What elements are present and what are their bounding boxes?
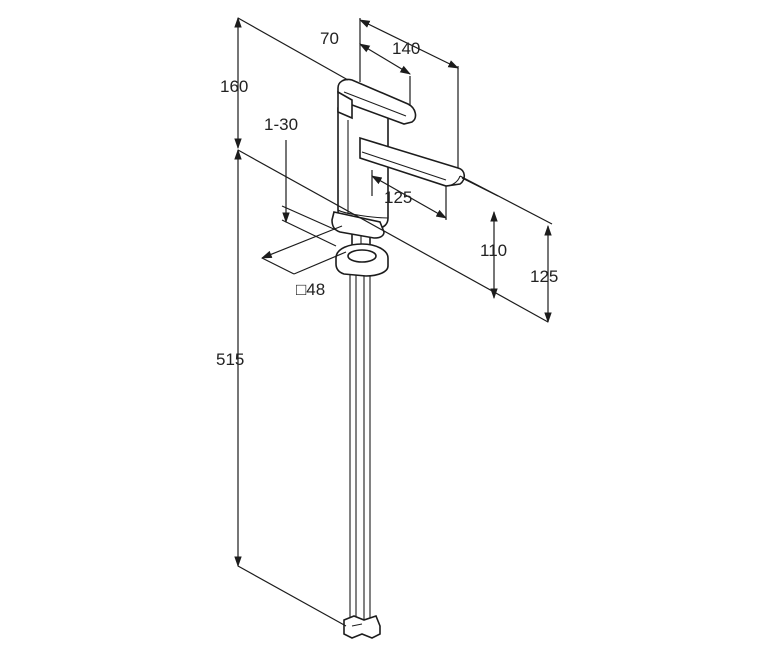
dim-label-total-height: 160 — [220, 77, 248, 96]
dim-label-base-square: □48 — [296, 280, 325, 299]
dim-label-total-depth: 140 — [392, 39, 420, 58]
supply-hoses — [343, 272, 381, 639]
faucet-lever — [337, 78, 417, 125]
fixing-nut — [335, 243, 389, 277]
dim-label-counter-thickness: 1-30 — [264, 115, 298, 134]
faucet-illustration — [331, 78, 466, 639]
dimension-lines — [234, 16, 553, 627]
dimension-labels: 70 140 160 1-30 125 110 125 □48 515 — [216, 29, 558, 369]
dim-label-spout-reach: 125 — [384, 188, 412, 207]
dim-label-hose-length: 515 — [216, 350, 244, 369]
dim-label-spout-height: 110 — [480, 241, 507, 260]
dim-label-spout-outlet-height: 125 — [530, 267, 558, 286]
dim-label-handle-depth: 70 — [320, 29, 339, 48]
